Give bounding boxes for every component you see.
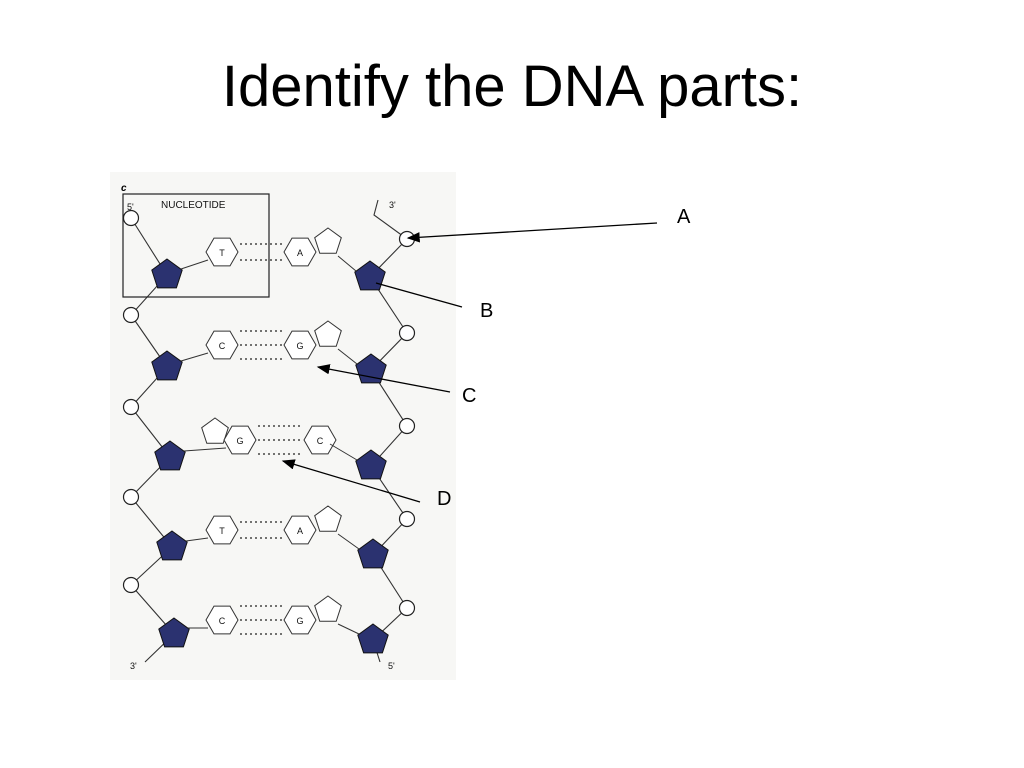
panel-letter-group: c bbox=[121, 183, 127, 194]
base-ring bbox=[223, 425, 257, 455]
base-letter-right: A bbox=[297, 248, 303, 258]
base-ring bbox=[283, 605, 317, 635]
deoxyribose-sugar bbox=[355, 449, 387, 480]
base-ring bbox=[314, 595, 342, 622]
nucleotide-box-label: NUCLEOTIDE bbox=[161, 200, 226, 211]
deoxyribose-sugar bbox=[357, 538, 389, 569]
phosphate-group bbox=[122, 488, 140, 506]
base-ring bbox=[205, 605, 239, 635]
base-letter-right: C bbox=[317, 436, 324, 446]
deoxyribose-sugar bbox=[158, 617, 190, 648]
glycosidic-bond bbox=[329, 443, 358, 461]
phosphate-group bbox=[398, 417, 416, 435]
callout-label-b: B bbox=[480, 300, 494, 322]
prime-label-top-left: 5' bbox=[127, 202, 134, 212]
prime-label-bottom-left: 3' bbox=[130, 661, 137, 671]
base-ring bbox=[205, 237, 239, 267]
callout-line-b bbox=[375, 282, 463, 308]
prime-label-top-right: 3' bbox=[389, 200, 396, 210]
phosphate-group bbox=[398, 599, 416, 617]
base-ring bbox=[205, 330, 239, 360]
deoxyribose-sugar bbox=[357, 623, 389, 654]
glycosidic-bond bbox=[180, 259, 209, 270]
deoxyribose-sugar bbox=[354, 260, 386, 291]
glycosidic-bond bbox=[337, 533, 360, 550]
glycosidic-bond bbox=[337, 255, 357, 272]
base-ring bbox=[201, 417, 229, 444]
glycosidic-bond bbox=[183, 447, 227, 452]
base-ring bbox=[314, 320, 342, 347]
phosphate-group bbox=[122, 576, 140, 594]
base-letter-left: T bbox=[219, 526, 225, 536]
base-ring bbox=[314, 505, 342, 532]
phosphate-group bbox=[122, 209, 140, 227]
sugar-phosphate-backbones bbox=[122, 199, 416, 663]
base-letter-left: G bbox=[236, 436, 243, 446]
base-ring bbox=[283, 330, 317, 360]
base-ring bbox=[314, 227, 342, 254]
base-ring bbox=[283, 237, 317, 267]
glycosidic-bond bbox=[180, 352, 209, 362]
base-letter-left: C bbox=[219, 341, 226, 351]
base-ring bbox=[283, 515, 317, 545]
prime-label-bottom-right: 5' bbox=[388, 661, 395, 671]
base-ring bbox=[205, 515, 239, 545]
deoxyribose-sugar bbox=[151, 258, 183, 289]
panel-letter: c bbox=[121, 183, 127, 194]
glycosidic-bond bbox=[337, 348, 358, 365]
glycosidic-bond bbox=[337, 623, 360, 635]
base-letter-right: G bbox=[296, 341, 303, 351]
base-ring bbox=[303, 425, 337, 455]
base-letter-left: C bbox=[219, 616, 226, 626]
base-letter-left: T bbox=[219, 248, 225, 258]
deoxyribose-sugar bbox=[156, 530, 188, 561]
phosphate-group bbox=[398, 324, 416, 342]
glycosidic-bond bbox=[185, 537, 209, 542]
phosphate-group bbox=[398, 510, 416, 528]
callout-label-d: D bbox=[437, 488, 452, 510]
phosphate-group bbox=[122, 398, 140, 416]
callout-arrow-c bbox=[316, 364, 451, 393]
phosphate-group bbox=[122, 306, 140, 324]
nucleotide-box bbox=[122, 193, 270, 298]
deoxyribose-sugar bbox=[151, 350, 183, 381]
base-letter-right: G bbox=[296, 616, 303, 626]
phosphate-group bbox=[398, 230, 416, 248]
callout-arrow-a bbox=[406, 222, 658, 243]
deoxyribose-sugar bbox=[154, 440, 186, 471]
base-pairs: T A C G G C T A C G bbox=[180, 227, 360, 635]
base-letter-right: A bbox=[297, 526, 303, 536]
slide-title: Identify the DNA parts: bbox=[221, 54, 803, 119]
callout-arrow-d bbox=[281, 459, 421, 503]
callout-label-a: A bbox=[677, 206, 691, 228]
callout-label-c: C bbox=[462, 385, 477, 407]
